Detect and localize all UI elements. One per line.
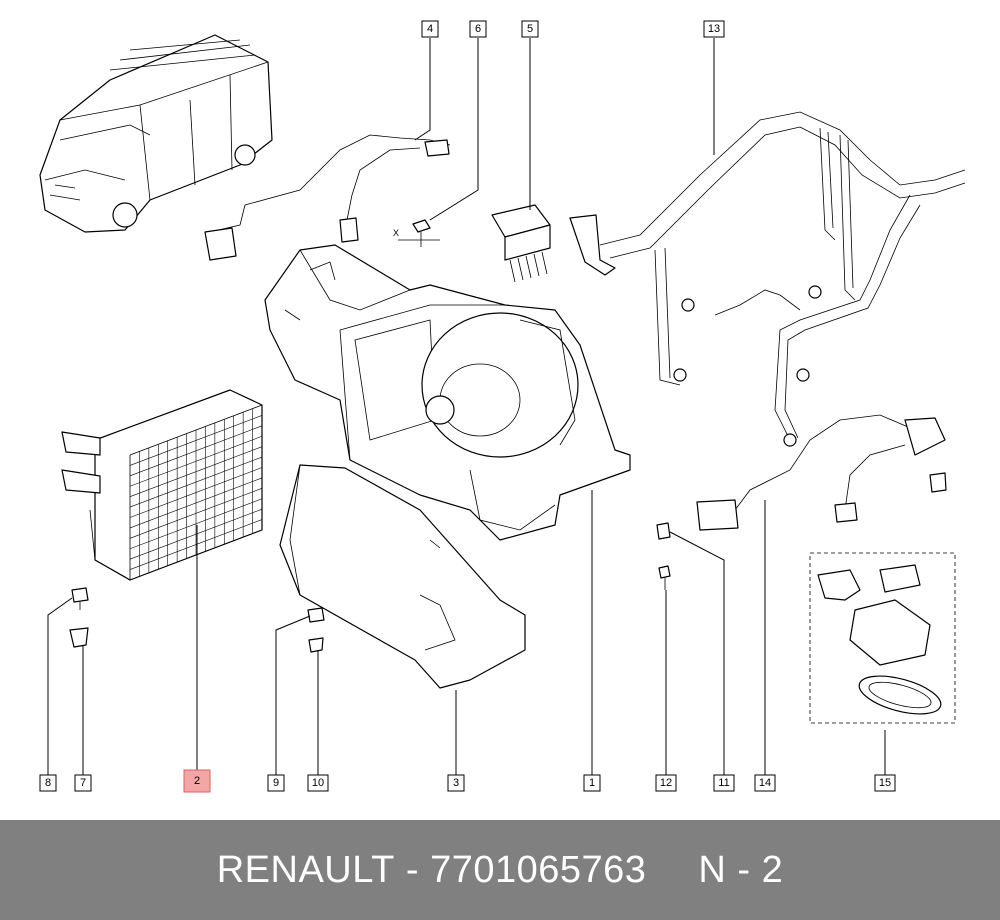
svg-text:3: 3	[453, 777, 459, 789]
footer-dash: -	[405, 848, 419, 891]
fasteners	[69, 587, 325, 653]
pipe-assembly	[569, 111, 966, 447]
blower-resistor	[491, 204, 551, 283]
callout-9: 9	[267, 774, 285, 792]
svg-text:7: 7	[80, 777, 86, 789]
svg-text:1: 1	[589, 777, 595, 789]
svg-text:12: 12	[660, 777, 672, 789]
svg-text:2: 2	[194, 775, 200, 787]
axis-label: X	[393, 228, 399, 238]
callout-3: 3	[447, 774, 465, 792]
callout-11: 11	[713, 774, 735, 792]
svg-text:8: 8	[45, 777, 51, 789]
svg-text:14: 14	[759, 777, 771, 789]
svg-text:11: 11	[718, 777, 729, 789]
leader-lines	[47, 38, 886, 775]
svg-text:15: 15	[879, 777, 891, 789]
wiring-harness-4	[204, 134, 451, 261]
part-number: 7701065763	[430, 848, 647, 891]
callout-5: 5	[521, 20, 539, 38]
callout-6: 6	[469, 20, 487, 38]
callout-10: 10	[307, 774, 329, 792]
svg-text:4: 4	[427, 23, 433, 35]
svg-text:5: 5	[527, 23, 533, 35]
part-number-footer: RENAULT - 7701065763 N - 2	[0, 820, 1000, 920]
callout-15: 15	[874, 774, 896, 792]
svg-text:10: 10	[312, 777, 324, 789]
brand-name: RENAULT	[216, 848, 395, 891]
exploded-parts-diagram: X	[39, 20, 966, 793]
callout-2-highlighted: 2	[183, 769, 211, 793]
heater-core-fins	[129, 408, 263, 577]
screw-6: X	[393, 219, 440, 247]
footer-caption: RENAULT - 7701065763 N - 2	[0, 820, 1000, 920]
callout-8: 8	[39, 774, 57, 792]
diagram-position: N - 2	[698, 848, 784, 891]
van-illustration	[39, 34, 273, 233]
svg-text:6: 6	[475, 23, 481, 35]
callout-13: 13	[703, 20, 725, 38]
repair-kit	[809, 552, 956, 724]
clip-and-screw	[656, 522, 671, 590]
svg-text:13: 13	[708, 23, 720, 35]
callout-4: 4	[421, 20, 439, 38]
heater-core	[61, 389, 263, 581]
heater-housing	[264, 244, 631, 541]
callout-14: 14	[754, 774, 776, 792]
wiring-harness-14	[696, 414, 947, 531]
callout-7: 7	[74, 774, 92, 792]
callout-12: 12	[655, 774, 677, 792]
callout-1: 1	[583, 774, 601, 792]
lower-duct	[279, 464, 526, 689]
svg-text:9: 9	[273, 777, 279, 789]
